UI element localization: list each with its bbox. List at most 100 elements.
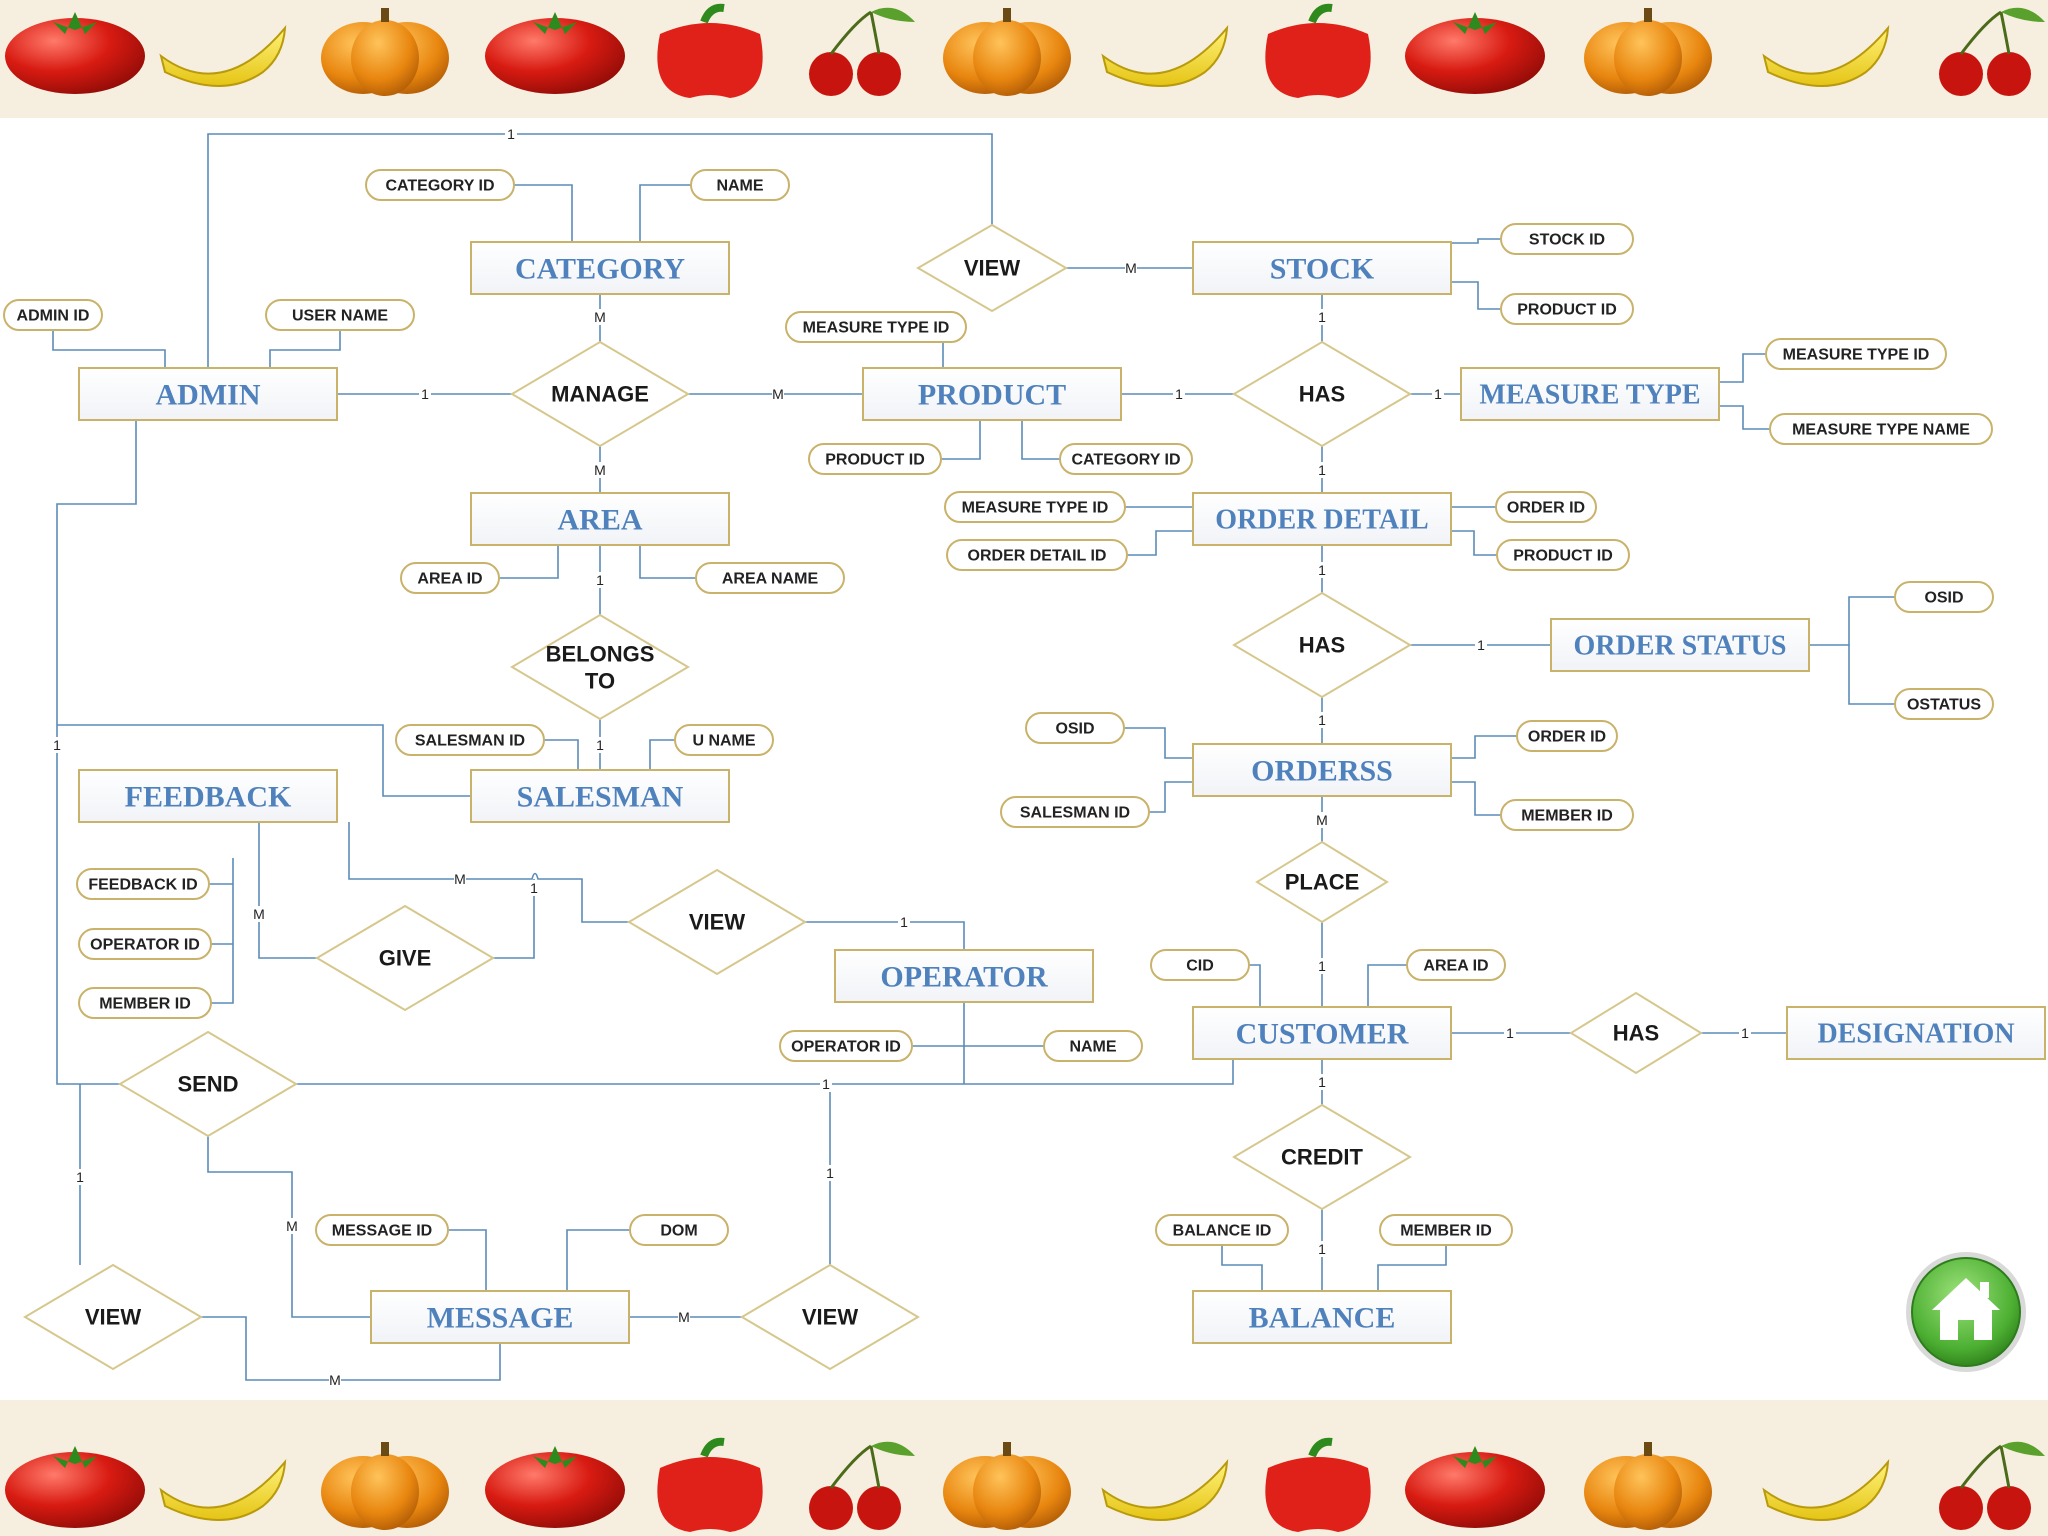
home-button[interactable] [1906, 1252, 2026, 1372]
cardinality-label: 1 [596, 737, 604, 753]
entity-label: AREA [557, 504, 642, 537]
attribute-area-id: AREA ID [400, 562, 500, 594]
cardinality-label: 1 [1741, 1025, 1749, 1041]
attribute-label: FEEDBACK ID [88, 877, 197, 894]
attribute-label: NAME [716, 178, 763, 195]
cardinality-label: M [329, 1372, 341, 1388]
attribute-label: OSTATUS [1907, 697, 1981, 714]
pumpkin-icon [943, 8, 1071, 96]
relationship-label: HAS [1613, 1021, 1659, 1046]
attribute-label: AREA NAME [722, 571, 819, 588]
cardinality-label: 1 [1175, 386, 1183, 402]
cardinality-label: 1 [1318, 1241, 1326, 1257]
attribute-od-order-id: ORDER ID [1495, 491, 1597, 523]
pumpkin-icon [321, 8, 449, 96]
cardinality-label: 1 [1477, 637, 1485, 653]
attribute-os-ostatus: OSTATUS [1894, 688, 1994, 720]
banana-icon [159, 1458, 287, 1521]
relationship-label: PLACE [1285, 870, 1360, 895]
relationship-label-line: BELONGS [546, 642, 655, 667]
relationship-view-operator: VIEW [627, 868, 807, 976]
relationship-label: VIEW [85, 1305, 141, 1330]
attribute-user-name: USER NAME [265, 299, 415, 331]
cherries-icon [809, 1441, 915, 1530]
relationship-view-admin: VIEW [23, 1263, 203, 1371]
relationship-label: GIVE [379, 946, 432, 971]
relationship-has-status: HAS [1232, 591, 1412, 699]
entity-label: OPERATOR [880, 961, 1048, 994]
cardinality-label: 1 [507, 126, 515, 142]
entity-area: AREA [470, 492, 730, 546]
banana-icon [1762, 1458, 1890, 1521]
attribute-area-name: AREA NAME [695, 562, 845, 594]
entity-label: ORDER STATUS [1574, 631, 1787, 662]
attribute-label: AREA ID [417, 571, 482, 588]
attribute-customer-area-id: AREA ID [1406, 949, 1506, 981]
banana-icon [1101, 24, 1229, 87]
attribute-label: CATEGORY ID [1071, 452, 1180, 469]
entity-stock: STOCK [1192, 241, 1452, 295]
cardinality-label: 1 [530, 880, 538, 896]
attribute-label: MEMBER ID [1521, 808, 1613, 825]
cardinality-label: 1 [76, 1169, 84, 1185]
relationship-label-line: TO [585, 669, 615, 694]
attribute-u-name: U NAME [674, 724, 774, 756]
attribute-label: ORDER ID [1507, 500, 1585, 517]
cardinality-label: 1 [1318, 562, 1326, 578]
entity-order-detail: ORDER DETAIL [1192, 492, 1452, 546]
attribute-od-measure-type-id: MEASURE TYPE ID [944, 491, 1126, 523]
attribute-label: MEMBER ID [1400, 1223, 1492, 1240]
entity-label: STOCK [1270, 253, 1375, 286]
entity-feedback: FEEDBACK [78, 769, 338, 823]
attribute-label: CID [1186, 958, 1214, 975]
attribute-feedback-id: FEEDBACK ID [76, 868, 210, 900]
attribute-od-product-id: PRODUCT ID [1496, 539, 1630, 571]
attribute-orderss-salesman-id: SALESMAN ID [1000, 796, 1150, 828]
attribute-label: PRODUCT ID [1513, 548, 1613, 565]
bell-pepper-icon [1265, 1437, 1371, 1532]
tomato-icon [5, 12, 145, 94]
attribute-mt-measure-type-id: MEASURE TYPE ID [1765, 338, 1947, 370]
cardinality-label: 1 [1506, 1025, 1514, 1041]
tomato-icon [1405, 12, 1545, 94]
attribute-operator-name: NAME [1043, 1030, 1143, 1062]
entity-label: ORDER DETAIL [1215, 505, 1428, 536]
attribute-product-product-id: PRODUCT ID [808, 443, 942, 475]
relationship-view-stock: VIEW [916, 223, 1068, 313]
home-icon [1932, 1278, 2000, 1340]
relationship-label: HAS [1299, 382, 1345, 407]
entity-measure-type: MEASURE TYPE [1460, 367, 1720, 421]
attribute-orderss-osid: OSID [1025, 712, 1125, 744]
banana-icon [159, 24, 287, 87]
tomato-icon [1405, 1446, 1545, 1528]
cardinality-label: 1 [421, 386, 429, 402]
relationship-label: CREDIT [1281, 1145, 1363, 1170]
relationship-has-stock: HAS [1232, 340, 1412, 448]
attribute-label: OSID [1055, 721, 1094, 738]
entity-label: ORDERSS [1251, 755, 1393, 788]
attribute-category-id: CATEGORY ID [365, 169, 515, 201]
entity-admin: ADMIN [78, 367, 338, 421]
cherries-icon [809, 7, 915, 96]
cardinality-label: M [286, 1218, 298, 1234]
attribute-label: SALESMAN ID [415, 733, 525, 750]
entity-message: MESSAGE [370, 1290, 630, 1344]
tomato-icon [485, 1446, 625, 1528]
attribute-admin-id: ADMIN ID [3, 299, 103, 331]
cardinality-label: M [594, 309, 606, 325]
cherries-icon [1939, 7, 2045, 96]
attribute-cid: CID [1150, 949, 1250, 981]
entity-label: SALESMAN [517, 781, 684, 814]
attribute-label: SALESMAN ID [1020, 805, 1130, 822]
attribute-operator-id: OPERATOR ID [779, 1030, 913, 1062]
attribute-feedback-operator-id: OPERATOR ID [78, 928, 212, 960]
relationship-credit: CREDIT [1232, 1103, 1412, 1211]
attribute-stock-product-id: PRODUCT ID [1500, 293, 1634, 325]
attribute-label: U NAME [692, 733, 755, 750]
attribute-label: MEASURE TYPE ID [962, 500, 1109, 517]
cardinality-label: M [1125, 260, 1137, 276]
entity-operator: OPERATOR [834, 949, 1094, 1003]
banana-icon [1762, 24, 1890, 87]
attribute-label: USER NAME [292, 308, 388, 325]
